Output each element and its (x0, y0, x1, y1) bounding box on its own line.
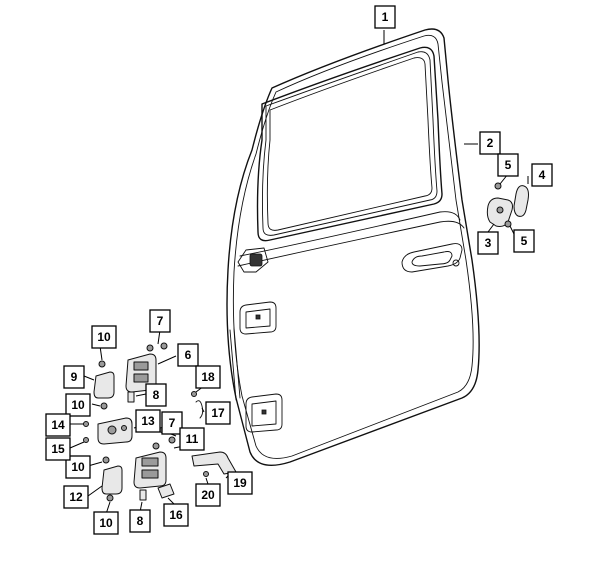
callout-5-upper: 5 (497, 153, 519, 177)
callout-19: 19 (227, 471, 253, 495)
callout-11-label: 11 (186, 432, 199, 446)
callout-16-label: 16 (169, 508, 183, 522)
callout-17: 17 (205, 401, 231, 425)
callout-1-label: 1 (382, 10, 389, 24)
callout-10-b: 10 (65, 393, 91, 417)
callout-8-lower-label: 8 (137, 514, 144, 528)
callout-10-b-label: 10 (71, 398, 85, 412)
callout-5-upper-label: 5 (505, 158, 512, 172)
callout-2: 2 (479, 131, 501, 155)
callout-5-lower: 5 (513, 229, 535, 253)
callout-13: 13 (135, 409, 161, 433)
leader-lines (69, 30, 529, 515)
callout-11: 11 (179, 427, 205, 451)
callout-12: 12 (63, 485, 89, 509)
callout-20-label: 20 (201, 488, 215, 502)
callout-8-upper: 8 (145, 383, 167, 407)
callout-7-lower: 7 (161, 411, 183, 435)
callout-12-label: 12 (69, 490, 83, 504)
callout-18: 18 (195, 365, 221, 389)
callout-19-label: 19 (233, 476, 247, 490)
callout-18-label: 18 (201, 370, 215, 384)
callout-3-label: 3 (485, 236, 492, 250)
callout-14-label: 14 (51, 418, 65, 432)
callout-14: 14 (45, 413, 71, 437)
callout-10-a: 10 (91, 325, 117, 349)
callout-1: 1 (374, 5, 396, 29)
callout-8-upper-label: 8 (153, 388, 160, 402)
callout-4-label: 4 (539, 168, 546, 182)
callout-8-lower: 8 (129, 509, 151, 533)
callout-16: 16 (163, 503, 189, 527)
callout-10-a-label: 10 (97, 330, 111, 344)
callout-7-upper: 7 (149, 309, 171, 333)
striker-parts (486, 182, 529, 228)
callout-15: 15 (45, 437, 71, 461)
callout-6: 6 (177, 343, 199, 367)
door-shell (226, 28, 480, 466)
callout-2-label: 2 (487, 136, 494, 150)
callout-13-label: 13 (141, 414, 155, 428)
callout-10-d-label: 10 (99, 516, 113, 530)
hinge-parts (83, 342, 237, 502)
callout-7-upper-label: 7 (157, 314, 164, 328)
callout-6-label: 6 (185, 348, 192, 362)
callout-15-label: 15 (51, 442, 65, 456)
callout-9: 9 (63, 365, 85, 389)
callout-3: 3 (477, 231, 499, 255)
callout-10-c-label: 10 (71, 460, 85, 474)
callout-7-lower-label: 7 (169, 416, 176, 430)
callout-17-label: 17 (211, 406, 225, 420)
callout-10-d: 10 (93, 511, 119, 535)
callout-20: 20 (195, 483, 221, 507)
callout-5-lower-label: 5 (521, 234, 528, 248)
callout-10-c: 10 (65, 455, 91, 479)
callout-4: 4 (531, 163, 553, 187)
callout-9-label: 9 (71, 370, 78, 384)
